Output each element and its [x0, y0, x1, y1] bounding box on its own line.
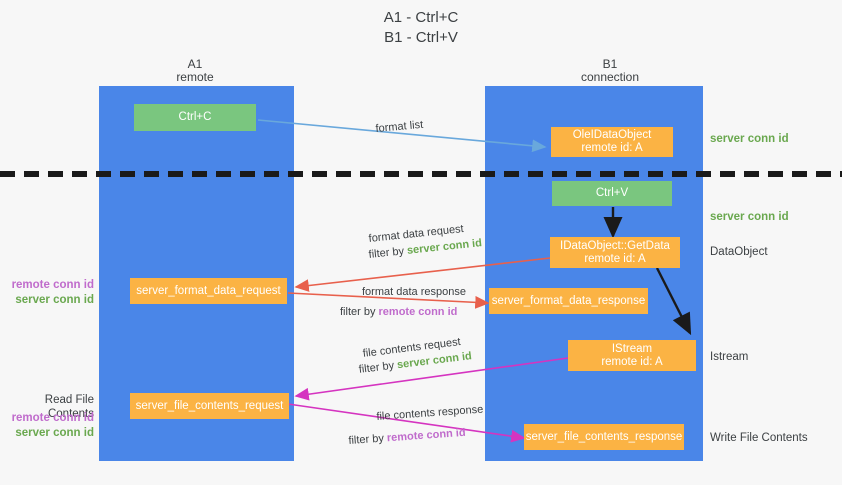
right-label-server-conn-id-1: server conn id — [710, 133, 789, 145]
column-b1-subtitle: connection — [580, 70, 640, 84]
filter-prefix-2: filter by — [340, 306, 379, 318]
title-line-1: A1 - Ctrl+C — [383, 9, 459, 26]
left-label-remote-conn-id-1: remote conn id — [11, 279, 94, 291]
box-server-file-contents-request[interactable]: server_file_contents_request — [130, 393, 289, 419]
right-label-istream: Istream — [710, 351, 749, 363]
box-ole-idataobject-sub: remote id: A — [581, 142, 643, 154]
box-ole-idataobject-label: OleIDataObject — [572, 129, 652, 141]
box-server-file-contents-response-label: server_file_contents_response — [525, 430, 683, 443]
column-header-a1: A1 remote — [130, 58, 260, 84]
title-line-2: B1 - Ctrl+V — [384, 29, 458, 46]
wire-label-file-contents-response-filter: filter by remote conn id — [348, 426, 466, 448]
box-idataobject-getdata[interactable]: IDataObject::GetData remote id: A — [550, 237, 680, 268]
left-label-server-conn-id-2: server conn id — [15, 427, 94, 439]
filter-value-remote-conn-id-2: remote conn id — [386, 426, 466, 445]
wire-label-format-data-response: format data response — [362, 286, 466, 298]
column-header-b1: B1 connection — [545, 58, 675, 84]
box-idataobject-getdata-sub: remote id: A — [584, 252, 646, 265]
box-ole-idataobject[interactable]: OleIDataObject remote id: A — [551, 127, 673, 157]
left-label-read-file-contents: Read File Contents — [44, 394, 94, 420]
wire-label-file-contents-response: file contents response — [376, 403, 484, 423]
right-label-dataobject: DataObject — [710, 246, 768, 258]
box-ctrl-v-label: Ctrl+V — [595, 187, 629, 199]
column-a1-subtitle: remote — [176, 70, 214, 84]
wire-label-format-data-response-filter: filter by remote conn id — [340, 305, 457, 319]
box-ctrl-c[interactable]: Ctrl+C — [134, 104, 256, 131]
box-server-format-data-response-label: server_format_data_response — [491, 294, 646, 307]
box-idataobject-getdata-label: IDataObject::GetData — [560, 239, 670, 252]
box-ctrl-v[interactable]: Ctrl+V — [552, 181, 672, 206]
left-label-conn-group-2: remote conn id server conn id — [8, 411, 94, 441]
diagram-title: A1 - Ctrl+C B1 - Ctrl+V — [0, 8, 842, 48]
box-server-format-data-response[interactable]: server_format_data_response — [489, 288, 648, 314]
filter-prefix-1: filter by — [368, 244, 408, 261]
box-istream-sub: remote id: A — [601, 355, 663, 368]
filter-value-remote-conn-id-1: remote conn id — [378, 306, 458, 318]
box-server-format-data-request-label: server_format_data_request — [136, 284, 281, 297]
right-label-server-conn-id-2: server conn id — [710, 211, 789, 223]
box-ctrl-c-label: Ctrl+C — [178, 111, 212, 123]
box-istream-label: IStream — [611, 342, 653, 355]
column-a1-name: A1 — [187, 57, 203, 71]
filter-prefix-3: filter by — [358, 359, 398, 376]
column-b1-name: B1 — [602, 57, 618, 71]
left-label-server-conn-id-1: server conn id — [15, 294, 94, 306]
box-istream[interactable]: IStream remote id: A — [568, 340, 696, 371]
box-server-file-contents-response[interactable]: server_file_contents_response — [524, 424, 684, 450]
left-label-remote-conn-id-2: remote conn id — [11, 412, 94, 424]
filter-prefix-4: filter by — [348, 432, 388, 447]
box-server-format-data-request[interactable]: server_format_data_request — [130, 278, 287, 304]
wire-label-format-list: format list — [375, 118, 424, 135]
left-label-conn-group-1: remote conn id server conn id — [8, 278, 94, 308]
box-server-file-contents-request-label: server_file_contents_request — [135, 399, 284, 412]
right-label-write-file-contents: Write File Contents — [710, 432, 808, 444]
